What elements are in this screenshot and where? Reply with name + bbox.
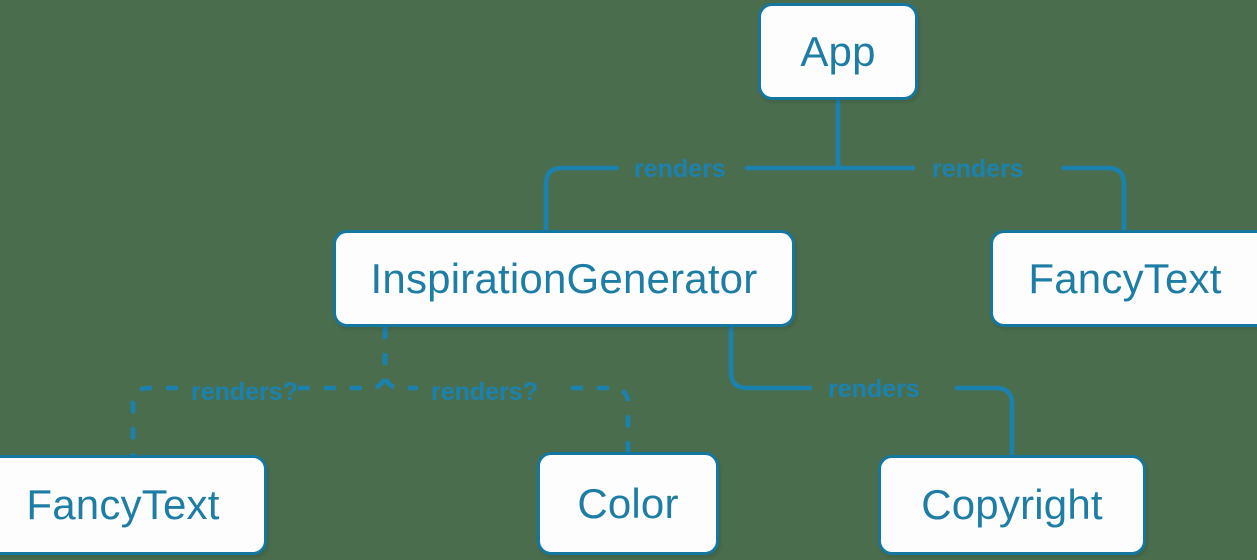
node-copyright[interactable]: Copyright: [878, 455, 1146, 555]
edge-inspiration-color-dashed-tail: [571, 385, 631, 452]
node-inspiration-generator-label: InspirationGenerator: [370, 254, 758, 302]
edge-inspiration-fancytext-dashed: [298, 327, 388, 391]
edge-inspiration-copyright-tail: [955, 385, 1015, 455]
node-app-label: App: [800, 27, 876, 75]
node-color[interactable]: Color: [537, 452, 719, 555]
edge-app-fancytext-tail: [1062, 165, 1127, 230]
edge-label-inspiration-fancytext: renders?: [191, 378, 298, 406]
edge-app-inspiration-tail: [543, 165, 618, 230]
node-fancytext-right-label: FancyText: [1028, 254, 1222, 302]
edge-inspiration-color-dashed: [382, 327, 418, 391]
edge-label-inspiration-copyright: renders: [828, 375, 920, 403]
edge-inspiration-fancytext-dashed-tail: [130, 385, 178, 455]
node-app[interactable]: App: [758, 3, 918, 100]
node-inspiration-generator[interactable]: InspirationGenerator: [333, 230, 795, 327]
node-copyright-label: Copyright: [921, 481, 1103, 528]
node-fancytext-right[interactable]: FancyText: [990, 230, 1257, 327]
edge-label-app-inspiration: renders: [634, 155, 726, 183]
node-fancytext-left-label: FancyText: [26, 481, 220, 528]
node-color-label: Color: [577, 479, 679, 527]
node-fancytext-left[interactable]: FancyText: [0, 455, 267, 555]
edge-label-inspiration-color: renders?: [431, 378, 538, 406]
edge-label-app-fancytext: renders: [932, 155, 1024, 183]
edge-inspiration-copyright-head: [728, 327, 812, 391]
